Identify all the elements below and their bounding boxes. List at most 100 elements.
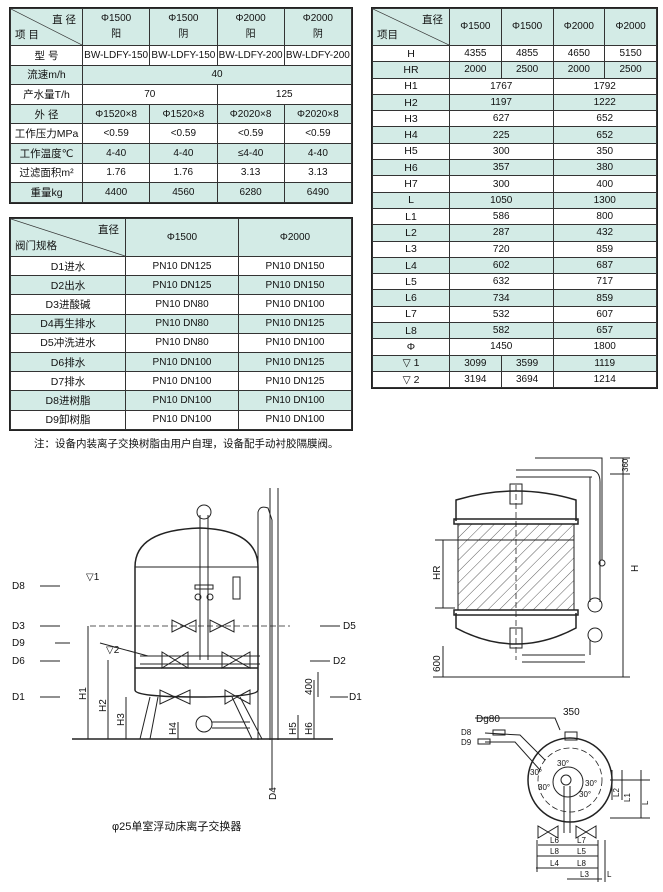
table-cell: 357 (449, 159, 554, 177)
row-label: H (372, 44, 450, 63)
table-cell: 632 (449, 273, 554, 291)
label-h5: H5 (288, 722, 299, 735)
table-cell: PN10 DN125 (238, 351, 352, 373)
corner-top-label: 直 径 (52, 14, 76, 26)
row-label: L8 (372, 322, 450, 340)
table-cell: 1197 (449, 93, 554, 112)
label-l2: L2 (612, 788, 621, 797)
table-cell: 4400 (81, 182, 151, 203)
table-cell: 6490 (283, 182, 353, 203)
table-cell: PN10 DN125 (238, 313, 352, 334)
table-cell: Φ1520×8 (149, 103, 218, 125)
table-cell: PN10 DN150 (238, 255, 352, 277)
row-label: D9卸树脂 (10, 409, 126, 430)
table-cell: PN10 DN125 (125, 255, 239, 277)
label-400: 400 (304, 678, 315, 695)
corner-bottom-label: 项目 (377, 29, 398, 41)
column-header: Φ2000 阳 (216, 8, 285, 46)
label-angle-3: 30° (538, 783, 550, 792)
label-d9: D9 (461, 738, 472, 747)
row-label: ▽ 2 (372, 370, 450, 389)
table-cell: PN10 DN80 (125, 294, 239, 315)
row-label: L4 (372, 256, 450, 275)
table-cell: 125 (216, 84, 352, 105)
table-cell: 627 (449, 110, 554, 128)
table-cell: 2000 (449, 61, 502, 79)
row-label: 重量kg (10, 182, 83, 203)
table-cell: PN10 DN125 (238, 371, 352, 392)
table-cell: BW-LDFY-200 (216, 45, 285, 66)
table-cell: 350 (552, 142, 657, 161)
table-cell: PN10 DN80 (125, 313, 239, 334)
label-d5: D5 (343, 621, 356, 632)
table-cell: <0.59 (216, 123, 285, 144)
row-label: 工作温度℃ (10, 142, 83, 164)
row-label: D1进水 (10, 255, 126, 277)
corner-header: 直径项目 (372, 8, 450, 46)
table-cell: PN10 DN100 (125, 371, 239, 392)
corner-top-label: 直径 (422, 14, 443, 26)
table-cell: BW-LDFY-150 (81, 45, 151, 66)
row-label: 产水量T/h (10, 84, 83, 105)
table-cell: PN10 DN100 (238, 332, 352, 353)
table-cell: Φ2020×8 (283, 103, 353, 125)
table-cell: 657 (552, 322, 657, 340)
table-cell: 3194 (449, 370, 502, 389)
label-d8: D8 (12, 581, 25, 592)
corner-top-label: 直径 (98, 224, 119, 236)
label-l1: L1 (623, 793, 632, 802)
label-h: H (630, 565, 641, 572)
table-cell: 859 (552, 289, 657, 307)
table-cell: 432 (552, 224, 657, 242)
row-label: H5 (372, 142, 450, 161)
row-label: D7排水 (10, 371, 126, 392)
row-label: D6排水 (10, 351, 126, 373)
label-d8: D8 (461, 728, 472, 737)
table-cell: 380 (552, 159, 657, 177)
row-label: H7 (372, 175, 450, 193)
label-d2: D2 (333, 656, 346, 667)
column-header: Φ1500 (125, 218, 239, 257)
table-cell: 4-40 (81, 142, 151, 164)
table-cell: 3.13 (283, 162, 353, 184)
table-cell: 300 (449, 142, 554, 161)
drawing-caption: φ25单室浮动床离子交换器 (112, 819, 241, 833)
side-elevation-drawing: 360 H HR 600 (432, 457, 641, 678)
row-label: H2 (372, 93, 450, 112)
table-cell: PN10 DN100 (125, 390, 239, 411)
table-cell: 687 (552, 256, 657, 275)
table-cell: Φ2020×8 (216, 103, 285, 125)
label-dg80: Dg80 (476, 714, 500, 725)
row-label: 外 径 (10, 103, 83, 125)
table-cell: 602 (449, 256, 554, 275)
table-cell: 1119 (552, 354, 657, 372)
label-l-bottom: L (607, 870, 612, 879)
table-cell: BW-LDFY-150 (149, 45, 218, 66)
table-cell: 1050 (449, 191, 554, 209)
row-label: 型 号 (10, 45, 83, 66)
table-cell: 652 (552, 126, 657, 144)
table-cell: 3599 (500, 354, 554, 372)
column-header: Φ2000 (238, 218, 352, 257)
column-header: Φ1500 阴 (149, 8, 218, 46)
table-cell: PN10 DN100 (125, 351, 239, 373)
label-h1: H1 (78, 687, 89, 700)
label-angle-4: 30° (585, 779, 597, 788)
table-cell: 287 (449, 224, 554, 242)
label-l6: L6 (550, 836, 559, 845)
